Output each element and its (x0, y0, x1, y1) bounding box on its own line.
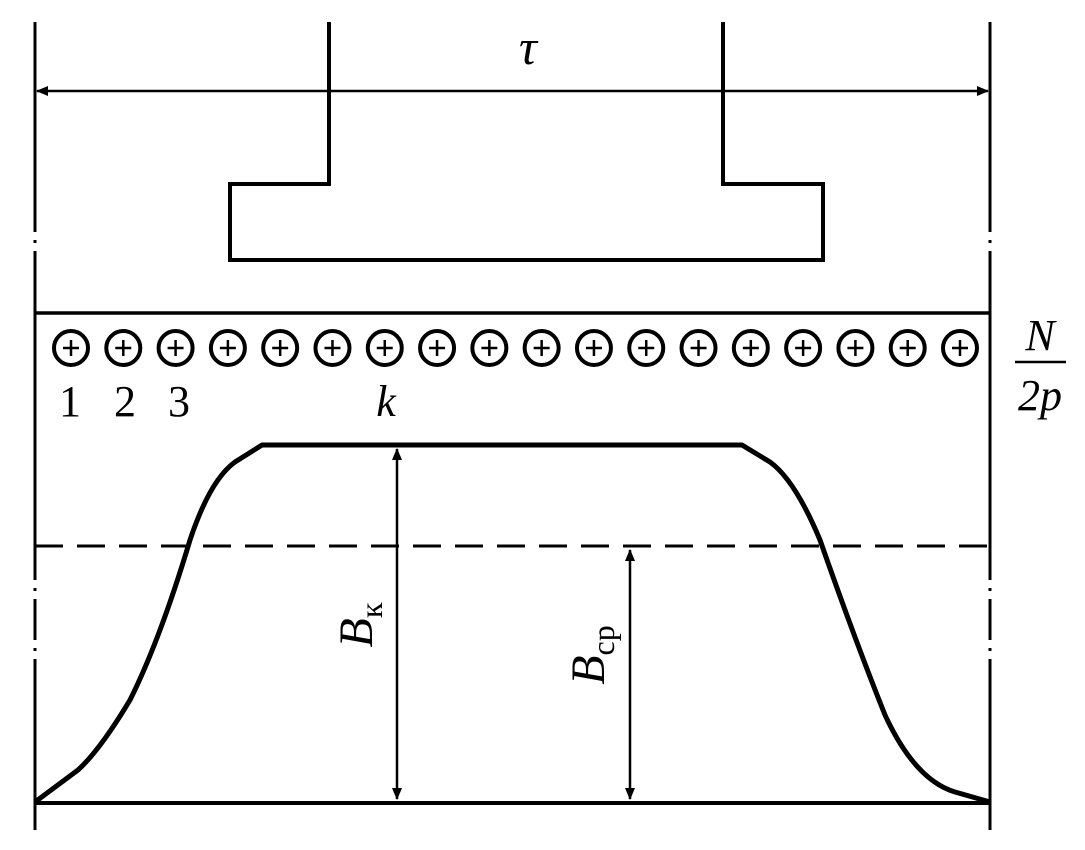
conductor-4 (208, 329, 247, 367)
conductor-number-k: k (376, 377, 397, 426)
conductor-16 (836, 329, 875, 367)
conductor-17 (888, 329, 927, 367)
conductor-number-1: 1 (59, 377, 81, 426)
b-max-main: B (330, 618, 383, 647)
conductor-18 (941, 329, 979, 367)
conductor-6 (313, 329, 352, 367)
conductor-1 (52, 329, 90, 367)
tau-label: τ (519, 19, 539, 75)
conductor-7 (365, 329, 404, 367)
conductor-13 (679, 329, 718, 367)
b-max-sub: к (353, 602, 389, 618)
conductor-row (52, 329, 979, 367)
conductor-3 (156, 329, 195, 367)
svg-text:Bср: Bср (562, 625, 621, 685)
b-avg-sub: ср (585, 625, 621, 655)
conductor-10 (522, 329, 561, 367)
b-avg-main: B (562, 655, 615, 684)
conductor-8 (418, 329, 457, 367)
conductor-12 (627, 329, 666, 367)
svg-text:Bк: Bк (330, 602, 389, 647)
conductor-14 (731, 329, 770, 367)
conductor-15 (784, 329, 823, 367)
conductor-11 (574, 329, 613, 367)
fraction-denominator: 2p (1018, 371, 1062, 420)
conductor-number-2: 2 (114, 377, 136, 426)
field-distribution-curve (33, 442, 991, 805)
conductor-9 (470, 329, 509, 367)
conductor-number-3: 3 (168, 377, 190, 426)
pole-outline (228, 22, 825, 262)
fraction-numerator: N (1024, 311, 1057, 360)
b-avg-label: Bср (562, 625, 621, 685)
conductor-2 (104, 329, 143, 367)
conductor-5 (261, 329, 300, 367)
b-max-label: Bк (330, 602, 389, 647)
